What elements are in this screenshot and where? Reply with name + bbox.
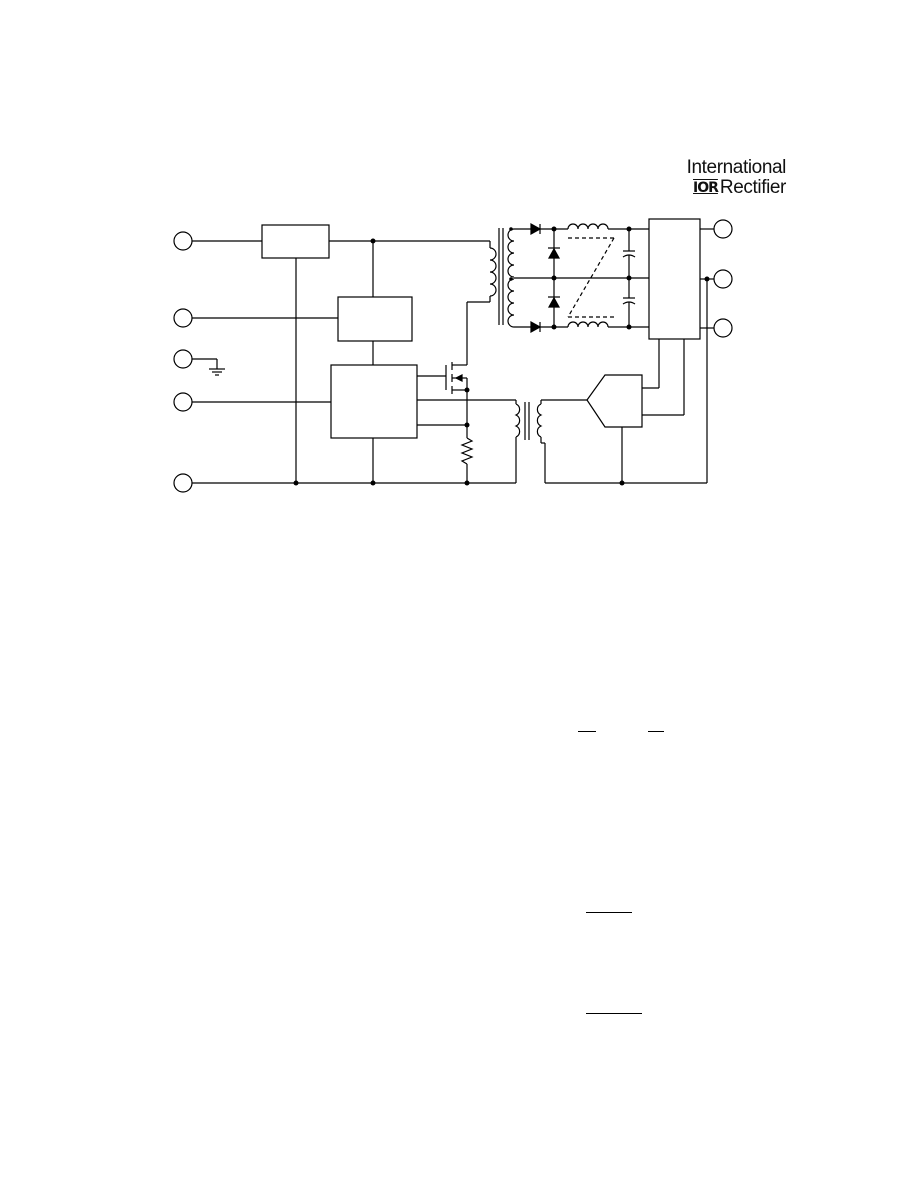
freewheel-diode-1 bbox=[547, 247, 561, 259]
junction-dots bbox=[293, 226, 710, 486]
logo-word-rectifier: Rectifier bbox=[719, 177, 786, 198]
output-capacitor-1 bbox=[622, 229, 636, 278]
input-terminal-1 bbox=[173, 231, 193, 251]
input-terminal-4 bbox=[173, 392, 193, 412]
error-amplifier bbox=[586, 374, 643, 428]
freewheel-diode-2 bbox=[547, 296, 561, 308]
formula-bar-2 bbox=[648, 731, 664, 732]
output-filter-block bbox=[648, 218, 701, 340]
sense-resistor bbox=[460, 437, 474, 465]
input-terminal-3 bbox=[173, 349, 193, 369]
logo-ior-mark: IOR bbox=[693, 180, 719, 196]
ground-icon bbox=[192, 358, 225, 376]
output-terminal-3 bbox=[713, 318, 733, 338]
output-capacitor-2 bbox=[622, 278, 636, 327]
input-terminal-2 bbox=[173, 308, 193, 328]
logo-line-rectifier: IOR Rectifier bbox=[682, 178, 786, 198]
output-inductor-2 bbox=[567, 321, 609, 328]
input-terminal-5 bbox=[173, 473, 193, 493]
logo-line-international: International bbox=[686, 157, 787, 178]
output-terminal-2 bbox=[713, 269, 733, 289]
formula-fraction-bar-2 bbox=[586, 1013, 642, 1014]
feedback-transformer bbox=[514, 400, 543, 483]
coupled-inductor-dash bbox=[567, 237, 615, 318]
output-inductor-1 bbox=[567, 223, 609, 230]
formula-fraction-bar-1 bbox=[586, 912, 632, 913]
international-rectifier-logo: International IOR Rectifier bbox=[682, 157, 787, 198]
mosfet-switch bbox=[417, 362, 468, 394]
power-transformer bbox=[489, 228, 515, 328]
output-terminal-1 bbox=[713, 219, 733, 239]
formula-bar-1 bbox=[578, 731, 596, 732]
input-filter-block bbox=[261, 224, 330, 259]
bias-supply-block bbox=[337, 296, 413, 342]
rectifier-diode-2 bbox=[530, 320, 542, 334]
rectifier-diode-1 bbox=[530, 222, 542, 236]
pwm-controller-block bbox=[330, 364, 418, 439]
